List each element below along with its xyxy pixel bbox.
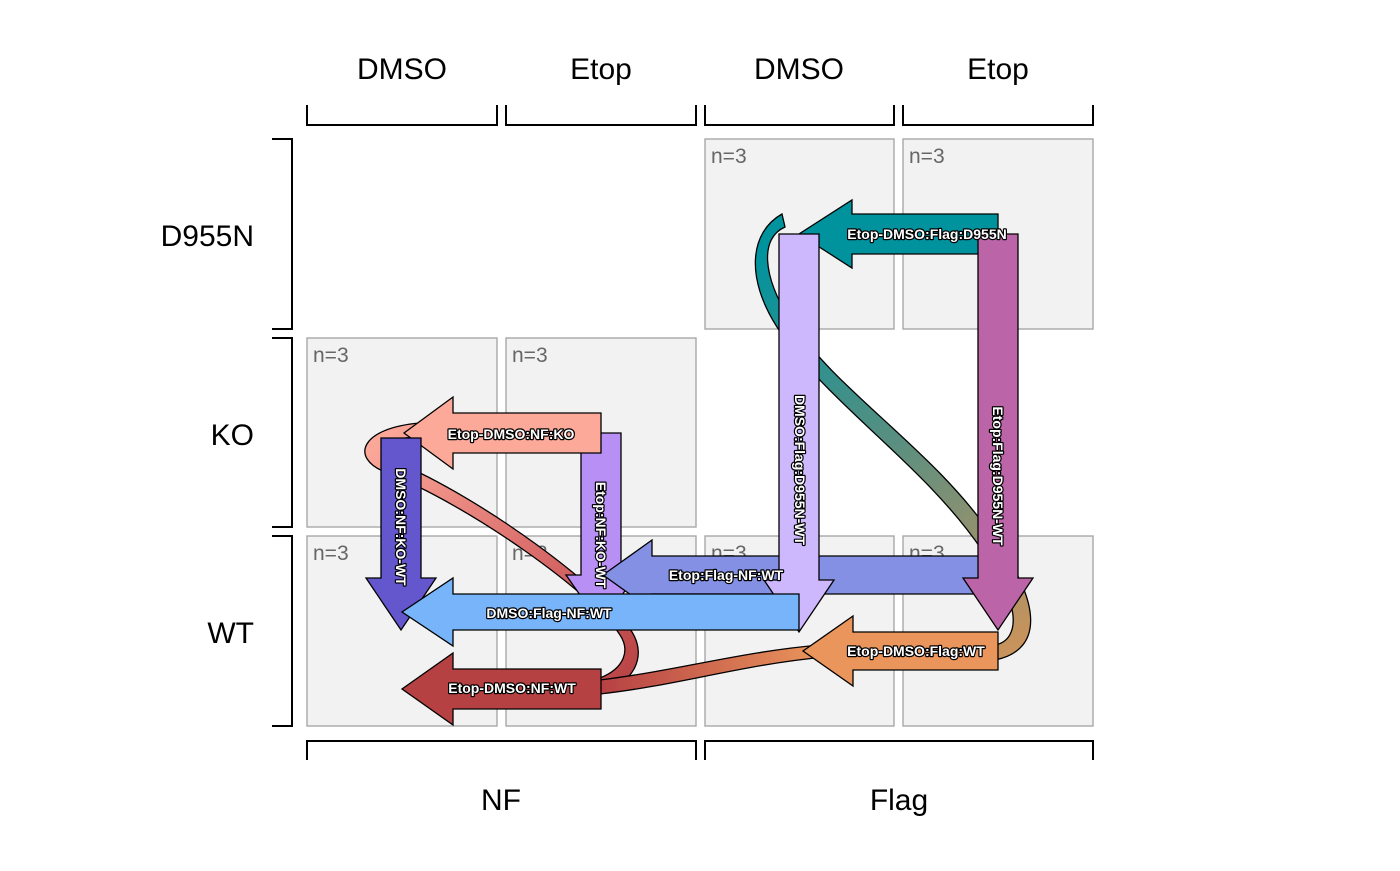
arrow-dmso-flag-nf-wt — [400, 576, 800, 648]
arrow-label: DMSO:NF:KO-WT — [393, 468, 409, 586]
bracket-left-wt — [272, 535, 293, 727]
arrow-dmso-flag-d955n-wt — [762, 233, 836, 634]
row-header-wt: WT — [207, 617, 254, 650]
bracket-bottom-nf — [306, 740, 697, 760]
col-header-nf-etop: Etop — [570, 53, 632, 86]
arrow-label: Etop-DMSO:NF:WT — [448, 680, 576, 696]
arrow-etop-dmso-flag-d955n — [797, 198, 999, 270]
bracket-left-ko — [272, 337, 293, 528]
bracket-top-nf-dmso — [306, 105, 498, 126]
arrow-etop-dmso-flag-wt — [801, 614, 999, 688]
row-header-ko: KO — [211, 419, 254, 452]
arrow-etop-flag-d955n-wt — [961, 233, 1035, 632]
bracket-top-nf-etop — [505, 105, 697, 126]
arrow-etop-dmso-nf-ko — [402, 395, 602, 471]
arrow-label: Etop:NF:KO-WT — [593, 482, 609, 589]
tile-count: n=3 — [313, 344, 349, 367]
arrow-label: Etop:Flag-NF:WT — [669, 567, 784, 583]
arrow-label: Etop-DMSO:Flag:D955N — [847, 226, 1006, 242]
arrow-label: Etop-DMSO:Flag:WT — [847, 643, 985, 659]
arrow-label: Etop-DMSO:NF:KO — [448, 426, 575, 442]
arrow-etop-dmso-nf-wt — [400, 651, 602, 727]
tile-count: n=3 — [711, 145, 747, 168]
col-header-flag-etop: Etop — [967, 53, 1029, 86]
arrow-label: DMSO:Flag:D955N-WT — [792, 395, 808, 546]
col-header-nf-dmso: DMSO — [357, 53, 447, 86]
arrow-label: DMSO:Flag-NF:WT — [486, 605, 612, 621]
row-header-d955n: D955N — [161, 220, 254, 253]
group-label-nf: NF — [481, 784, 521, 817]
arrow-label: Etop:Flag:D955N-WT — [990, 406, 1006, 546]
tile-count: n=3 — [512, 344, 548, 367]
bracket-left-d955n — [272, 138, 293, 330]
bracket-top-flag-dmso — [704, 105, 895, 126]
tile-count: n=3 — [313, 542, 349, 565]
group-label-flag: Flag — [870, 784, 928, 817]
bracket-top-flag-etop — [902, 105, 1094, 126]
bracket-bottom-flag — [704, 740, 1094, 760]
col-header-flag-dmso: DMSO — [754, 53, 844, 86]
tile-count: n=3 — [909, 145, 945, 168]
